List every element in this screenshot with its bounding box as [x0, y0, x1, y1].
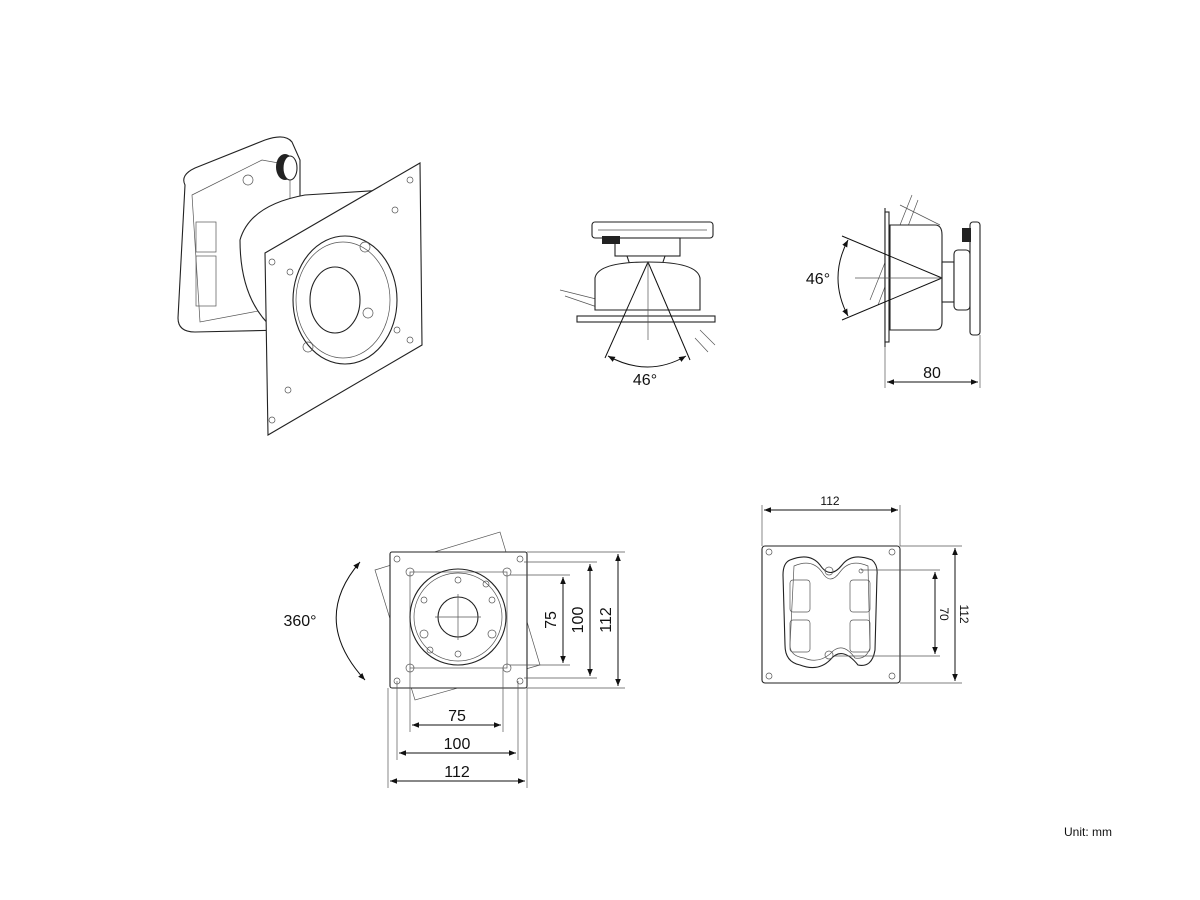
- tilt-angle-label: 46°: [806, 271, 830, 288]
- rear-width-dimension: 112: [820, 494, 839, 508]
- tilt-view-side: 46° 80: [806, 194, 981, 388]
- isometric-view: [177, 136, 423, 436]
- mounting-plate: [264, 162, 423, 436]
- hole-spacing-dimension: 70: [937, 607, 951, 621]
- horizontal-dim-100: 100: [444, 736, 471, 753]
- rotation-label: 360°: [283, 613, 316, 630]
- tilt-angle-label: 46°: [633, 372, 657, 389]
- depth-dimension: 80: [923, 365, 941, 382]
- vertical-dim-100: 100: [570, 607, 587, 634]
- unit-label: Unit: mm: [1064, 825, 1112, 839]
- rear-view: 112 112 70: [761, 494, 971, 684]
- horizontal-dim-75: 75: [448, 708, 466, 725]
- vertical-dim-112: 112: [598, 607, 615, 633]
- vertical-dim-75: 75: [543, 611, 560, 629]
- tilt-view-front: 46°: [559, 221, 716, 389]
- horizontal-dim-112: 112: [444, 764, 470, 781]
- rear-height-dimension: 112: [957, 604, 971, 623]
- front-view: 360° 75 100 112 75 100 112: [283, 531, 625, 788]
